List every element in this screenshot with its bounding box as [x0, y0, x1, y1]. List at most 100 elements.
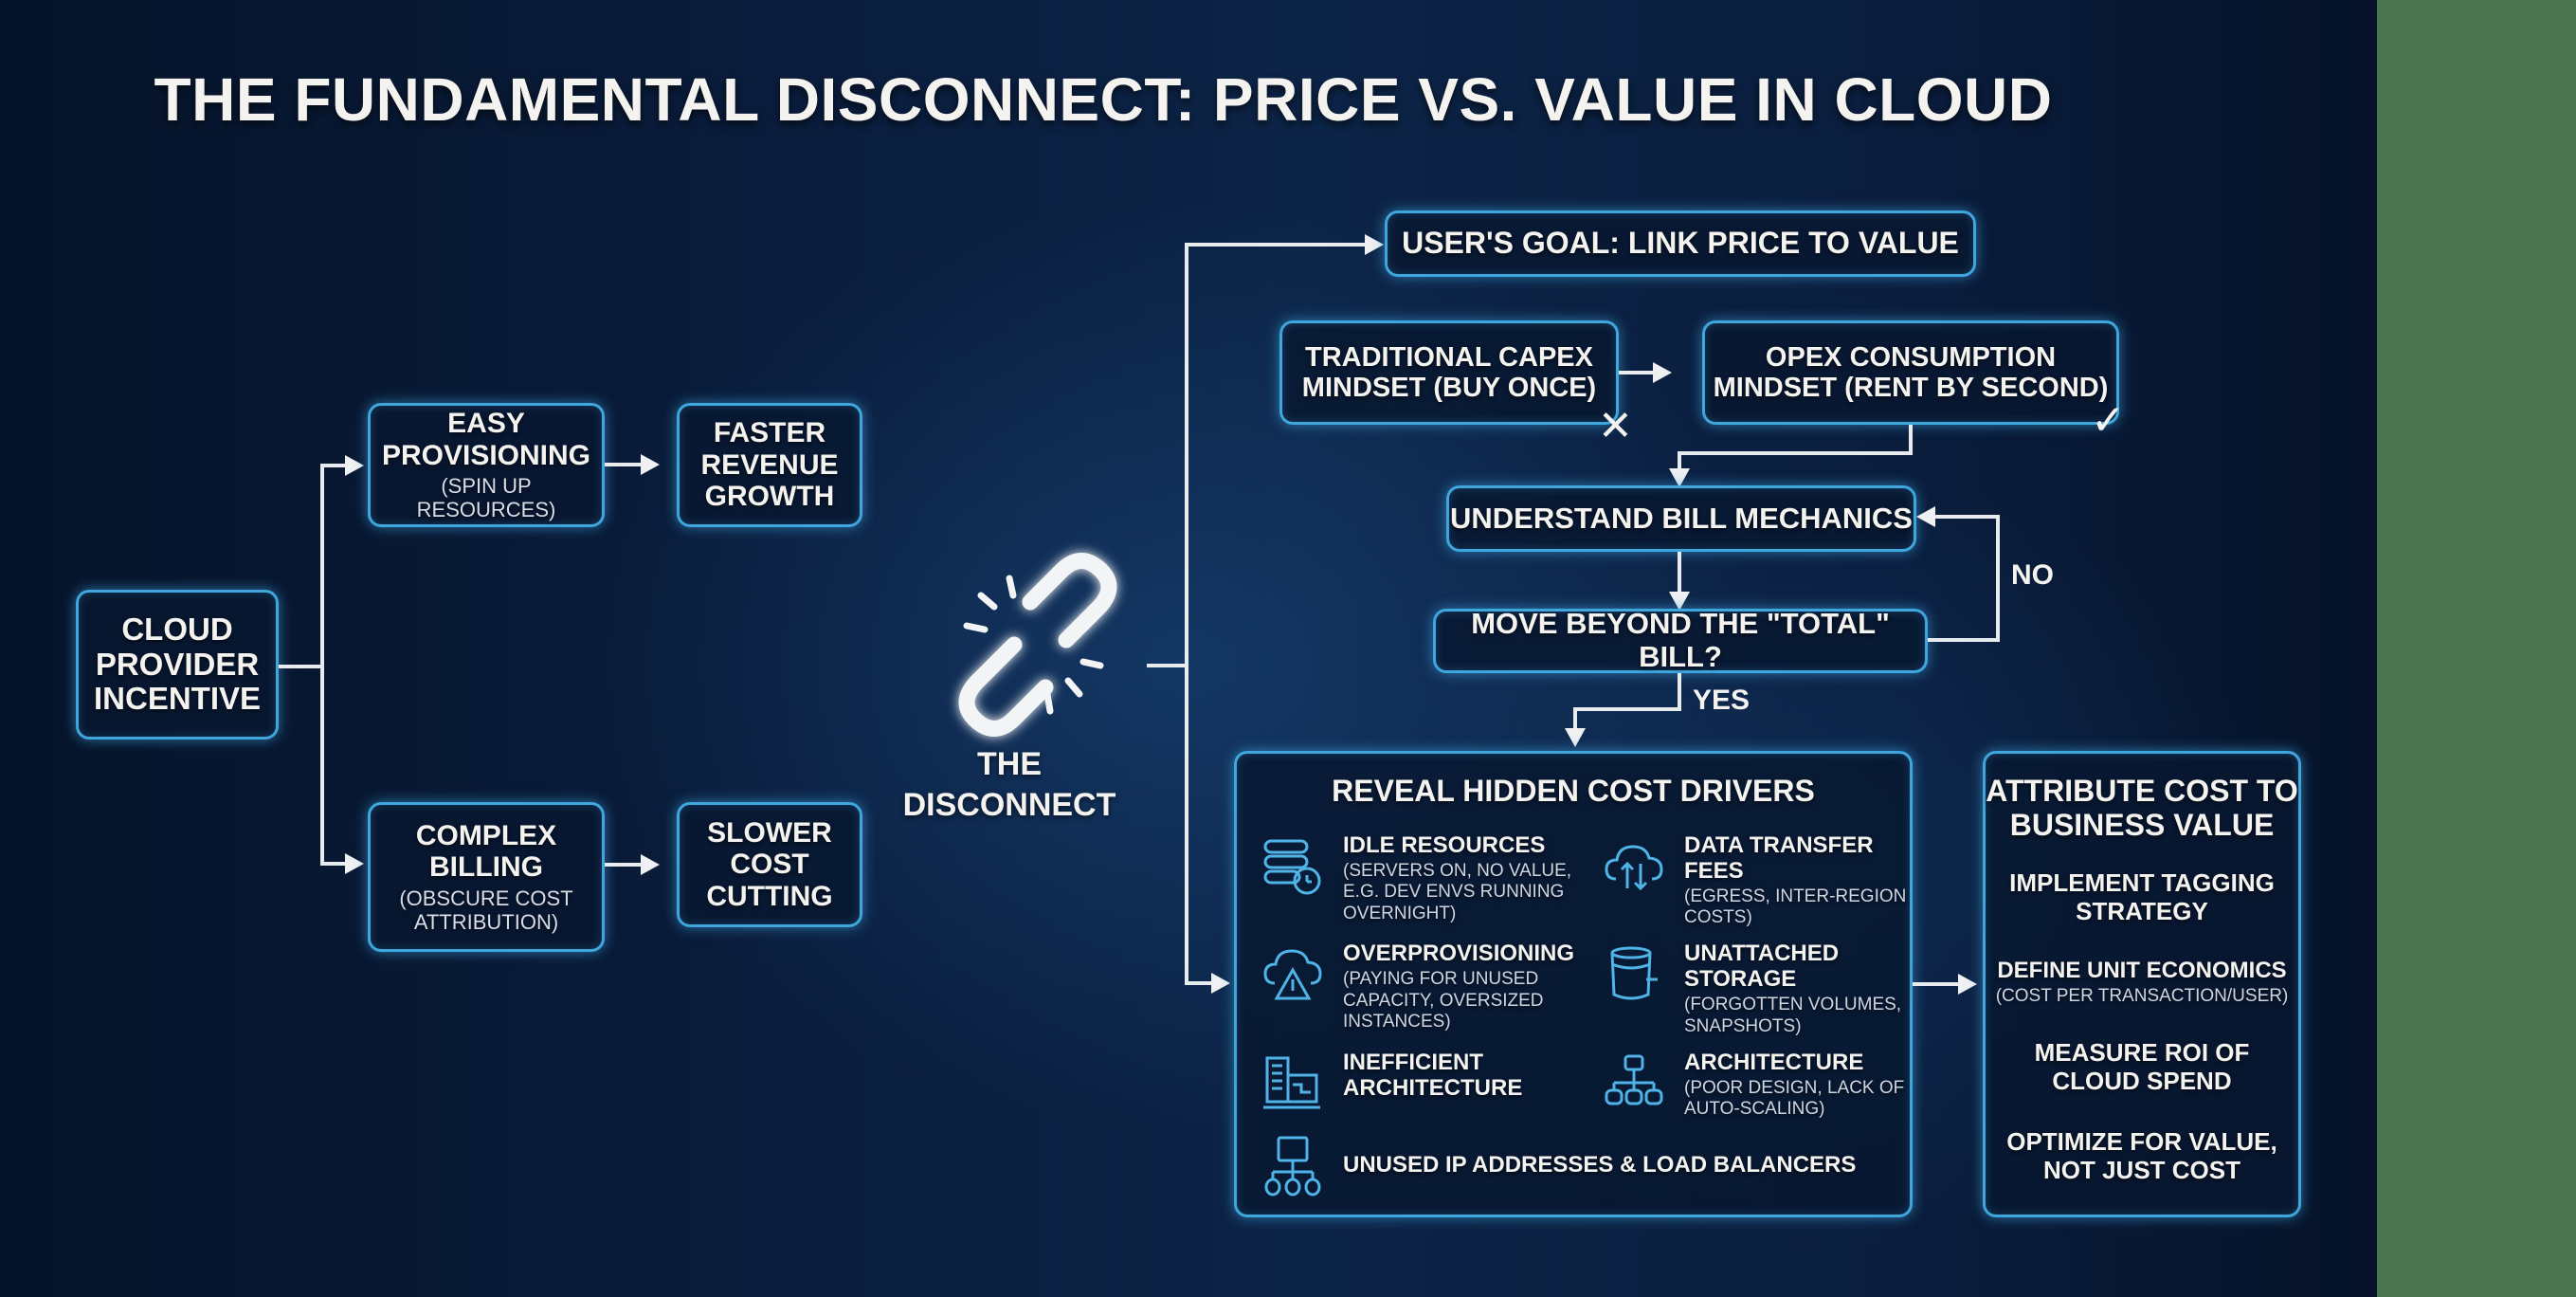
arrow-right-icon: [641, 854, 660, 875]
title-line: BUSINESS VALUE: [2009, 807, 2275, 842]
box-line: SLOWER: [707, 816, 832, 849]
panel-title: REVEAL HIDDEN COST DRIVERS: [1332, 774, 1815, 808]
slower-cost-cutting-box: SLOWER COST CUTTING: [677, 802, 862, 927]
connector: [320, 464, 347, 467]
connector: [1678, 451, 1913, 455]
connector: [320, 464, 324, 866]
step-line: MEASURE ROI OF: [2034, 1037, 2250, 1067]
arrow-right-icon: [1211, 973, 1230, 994]
panel-title: ATTRIBUTE COST TO BUSINESS VALUE: [1986, 774, 2298, 843]
connector: [1678, 552, 1681, 594]
driver-description: (POOR DESIGN, LACK OF AUTO-SCALING): [1684, 1077, 1905, 1120]
connector: [1996, 515, 2000, 642]
connector: [1933, 515, 2000, 519]
step-subtitle: (COST PER TRANSACTION/USER): [1995, 986, 2289, 1007]
box-line: MINDSET (RENT BY SECOND): [1713, 373, 2109, 403]
storage-bucket-icon: [1603, 943, 1665, 1006]
connector: [1185, 243, 1188, 982]
connector: [1678, 451, 1681, 470]
cost-driver-unattached-storage: UNATTACHED STORAGE (FORGOTTEN VOLUMES, S…: [1603, 941, 1925, 1037]
cloud-warning-icon: [1261, 943, 1324, 1006]
driver-title: IDLE RESOURCES: [1343, 831, 1546, 858]
title-line: ATTRIBUTE COST TO: [1986, 774, 2298, 808]
box-line: OPEX CONSUMPTION: [1765, 341, 2057, 373]
value-step-optimize: OPTIMIZE FOR VALUE, NOT JUST COST: [2006, 1126, 2277, 1185]
box-line: CUTTING: [706, 880, 833, 912]
no-label: NO: [2011, 559, 2054, 591]
network-icon: [1261, 1136, 1324, 1198]
driver-title: INEFFICIENT ARCHITECTURE: [1343, 1049, 1523, 1101]
driver-description: (FORGOTTEN VOLUMES, SNAPSHOTS): [1684, 995, 1902, 1036]
connector: [1913, 982, 1960, 986]
arrow-right-icon: [345, 455, 364, 476]
cost-driver-architecture: ARCHITECTURE (POOR DESIGN, LACK OF AUTO-…: [1603, 1050, 1925, 1121]
box-line: USER'S GOAL: LINK PRICE TO VALUE: [1402, 226, 1959, 261]
box-line: BILLING: [429, 851, 543, 884]
connector: [1573, 707, 1577, 730]
arrow-down-icon: [1669, 592, 1690, 611]
page-title: THE FUNDAMENTAL DISCONNECT: PRICE VS. VA…: [154, 65, 2053, 134]
value-step-unit-economics: DEFINE UNIT ECONOMICS (COST PER TRANSACT…: [1996, 958, 2289, 1006]
step-line: NOT JUST COST: [2042, 1155, 2240, 1184]
value-step-tagging: IMPLEMENT TAGGING STRATEGY: [2009, 868, 2275, 926]
driver-title: DATA TRANSFER FEES: [1684, 831, 1874, 884]
box-line: PROVISIONING: [381, 439, 591, 471]
box-line: CLOUD: [121, 611, 233, 647]
box-line: REVENUE: [700, 448, 839, 481]
arrow-down-icon: [1669, 468, 1690, 487]
cost-driver-data-transfer: DATA TRANSFER FEES (EGRESS, INTER-REGION…: [1603, 831, 1925, 929]
box-line: GROWTH: [704, 481, 835, 513]
arrow-right-icon: [641, 454, 660, 475]
cost-driver-overprovisioning: OVERPROVISIONING (PAYING FOR UNUSED CAPA…: [1261, 941, 1584, 1037]
connector: [1573, 707, 1681, 711]
driver-title: OVERPROVISIONING: [1343, 941, 1575, 967]
arrow-right-icon: [1365, 234, 1384, 255]
box-line: EASY: [447, 408, 525, 440]
driver-description: (SERVERS ON, NO VALUE, E.G. DEV ENVS RUN…: [1343, 860, 1572, 923]
box-line: TRADITIONAL CAPEX: [1305, 341, 1593, 373]
box-subtitle: ATTRIBUTION): [413, 909, 559, 934]
arrow-right-icon: [345, 853, 364, 874]
cost-driver-list: IDLE RESOURCES (SERVERS ON, NO VALUE, E.…: [1261, 831, 1906, 1198]
connector: [1185, 981, 1213, 985]
connector: [605, 863, 643, 867]
label-line: THE: [977, 746, 1042, 782]
box-line: PROVIDER: [95, 646, 260, 682]
connector: [1619, 371, 1655, 374]
driver-description: (PAYING FOR UNUSED CAPACITY, OVERSIZED I…: [1343, 969, 1544, 1032]
attribute-cost-panel: ATTRIBUTE COST TO BUSINESS VALUE IMPLEME…: [1983, 751, 2301, 1217]
cost-driver-inefficient-architecture: INEFFICIENT ARCHITECTURE: [1261, 1050, 1584, 1121]
yes-label: YES: [1693, 685, 1751, 716]
understand-bill-box: UNDERSTAND BILL MECHANICS: [1446, 485, 1916, 552]
opex-consumption-box: OPEX CONSUMPTION MINDSET (RENT BY SECOND…: [1702, 320, 2119, 425]
cross-icon: ✕: [1598, 403, 1633, 449]
driver-description: (EGRESS, INTER-REGION COSTS): [1684, 886, 1907, 927]
arrow-right-icon: [1958, 974, 1977, 995]
driver-title: UNATTACHED STORAGE: [1684, 941, 1840, 993]
building-blueprint-icon: [1261, 1052, 1324, 1115]
step-line: OPTIMIZE FOR VALUE,: [2006, 1126, 2277, 1156]
easy-provisioning-box: EASY PROVISIONING (SPIN UP RESOURCES): [368, 403, 605, 527]
right-margin-strip: [2377, 0, 2576, 1297]
box-line: COST: [730, 849, 809, 881]
label-line: DISCONNECT: [902, 786, 1116, 823]
box-line: FASTER: [713, 417, 826, 449]
complex-billing-box: COMPLEX BILLING (OBSCURE COST ATTRIBUTIO…: [368, 802, 605, 952]
value-step-roi: MEASURE ROI OF CLOUD SPEND: [2034, 1037, 2250, 1096]
connector: [1928, 638, 2000, 642]
driver-title: UNUSED IP ADDRESSES & LOAD BALANCERS: [1343, 1152, 1857, 1178]
arrow-left-icon: [1916, 506, 1935, 527]
step-line: DEFINE UNIT ECONOMICS: [1997, 958, 2287, 984]
box-subtitle: (OBSCURE COST: [399, 886, 573, 910]
cloud-provider-incentive-box: CLOUD PROVIDER INCENTIVE: [76, 590, 279, 740]
cost-driver-idle-resources: IDLE RESOURCES (SERVERS ON, NO VALUE, E.…: [1261, 831, 1584, 929]
driver-title: ARCHITECTURE: [1684, 1049, 1864, 1075]
hierarchy-icon: [1603, 1052, 1665, 1115]
connector: [279, 665, 324, 668]
faster-revenue-growth-box: FASTER REVENUE GROWTH: [677, 403, 862, 527]
checkmark-icon: ✓: [2091, 397, 2126, 444]
connector: [605, 463, 643, 466]
connector: [1909, 425, 1913, 453]
step-line: IMPLEMENT TAGGING: [2009, 868, 2275, 897]
cost-driver-unused-ips: UNUSED IP ADDRESSES & LOAD BALANCERS: [1261, 1134, 1925, 1198]
